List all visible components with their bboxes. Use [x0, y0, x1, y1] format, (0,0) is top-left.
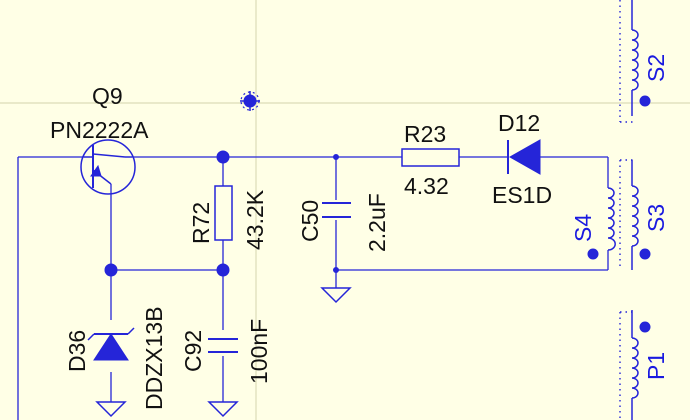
c92-value: 100nF	[246, 319, 272, 384]
d36-ref: D36	[64, 330, 90, 372]
d12-value: ES1D	[492, 182, 552, 208]
c92-ref: C92	[180, 330, 206, 372]
wires[interactable]	[17, 156, 609, 420]
q9-ref: Q9	[92, 83, 123, 109]
r23-value: 4.32	[404, 173, 449, 199]
capacitor-c92[interactable]: C92 100nF	[180, 319, 272, 384]
c50-value: 2.2uF	[364, 193, 390, 252]
resistor-r72[interactable]: R72 43.2K	[188, 185, 268, 250]
junctions	[104, 150, 339, 277]
cursor-marker[interactable]	[240, 91, 260, 111]
ground-symbol-c50	[320, 287, 352, 304]
capacitor-c50[interactable]: C50 2.2uF	[297, 193, 390, 252]
r23-ref: R23	[404, 121, 446, 147]
p1-pin-label: P1	[643, 352, 669, 380]
r72-ref: R72	[188, 202, 214, 244]
s2-pin-label: S2	[643, 54, 669, 82]
ground-symbol-c92	[207, 401, 239, 418]
transformer-winding-p1[interactable]: P1	[631, 310, 669, 420]
r72-value: 43.2K	[242, 189, 268, 250]
zener-d36[interactable]: D36 DDZX13B	[64, 306, 167, 410]
q9-value: PN2222A	[50, 117, 149, 143]
transformer-core	[619, 0, 636, 420]
ground-symbol-d36	[95, 401, 127, 418]
d12-ref: D12	[498, 110, 540, 136]
diode-d12[interactable]: D12 ES1D	[492, 110, 552, 208]
transistor-q9[interactable]: Q9 PN2222A	[50, 83, 149, 195]
c50-ref: C50	[297, 200, 323, 242]
transformer-winding-s4[interactable]: S4	[570, 187, 616, 260]
d36-value: DDZX13B	[141, 306, 167, 410]
transformer-winding-s2[interactable]: S2	[631, 0, 669, 116]
transformer-winding-s3[interactable]: S3	[631, 160, 669, 270]
resistor-r23[interactable]: R23 4.32	[401, 121, 460, 199]
s4-pin-label: S4	[570, 214, 596, 242]
s3-pin-label: S3	[643, 204, 669, 232]
